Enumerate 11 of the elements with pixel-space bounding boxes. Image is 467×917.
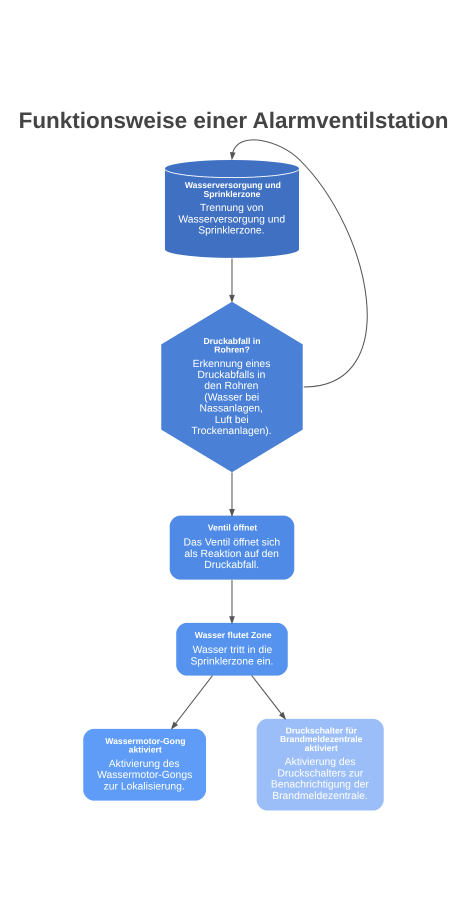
node-box: Wasser flutet Zone Wasser tritt in die Sprinklerzone ein.: [176, 622, 288, 676]
arrow: [251, 674, 286, 720]
arrow: [229, 472, 235, 517]
node-box: Wassermotor-Gong aktiviert Aktivierung des Wassermotor-Gongs zur Lokalisierung.: [83, 728, 206, 800]
node-box: Druckschalter für Brandmeldezentrale aktiviert Aktivierung des Druckschalters zur Benachrichtigung der Brandmeldezentrale.: [256, 718, 384, 810]
arrow: [230, 138, 368, 387]
arrow: [170, 674, 213, 730]
arrow: [229, 579, 235, 624]
arrow: [229, 258, 235, 303]
diagram-title: Funktionsweise einer Alarmventilstation: [18, 108, 449, 133]
node-box: Ventil öffnet Das Ventil öffnet sich als Reaktion auf den Druckabfall.: [170, 515, 294, 580]
